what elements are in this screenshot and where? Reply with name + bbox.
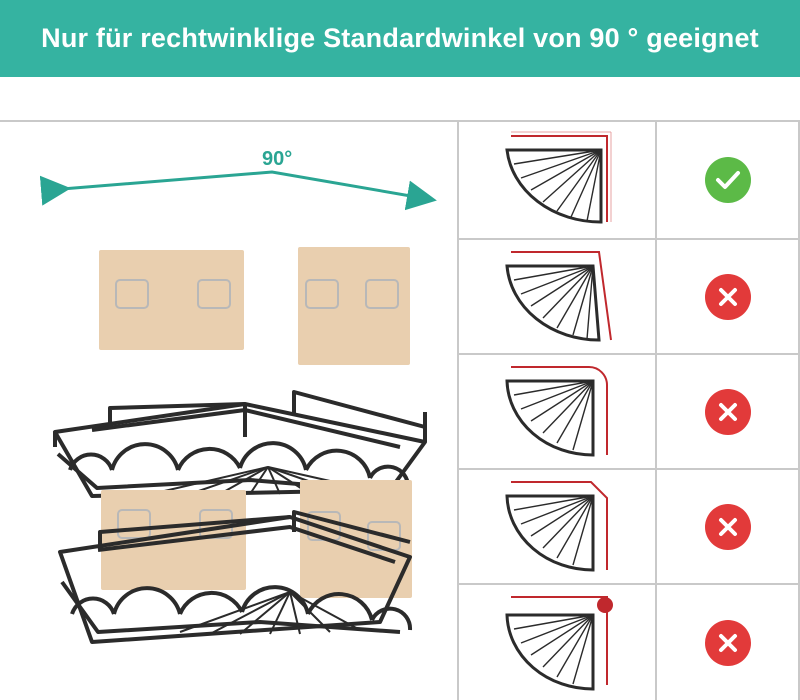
corner-shelf-lower-illustration xyxy=(58,480,413,644)
pipe-corner-wall-icon xyxy=(505,596,613,691)
suitability-beveled-corner xyxy=(657,468,800,583)
cross-icon xyxy=(704,273,751,320)
suitability-rounded-corner xyxy=(657,353,800,468)
comparison-frame: 90° xyxy=(0,120,800,700)
wall-shape-beveled-corner xyxy=(459,468,657,583)
wall-shape-right-angle xyxy=(459,120,657,238)
suitability-acute-angle xyxy=(657,238,800,353)
right-angle-wall-icon xyxy=(505,131,612,224)
suitability-right-angle xyxy=(657,120,800,238)
suitability-pipe-in-corner xyxy=(657,583,800,700)
header-banner: Nur für rechtwinklige Standardwinkel von… xyxy=(0,0,800,77)
corner-shelf-upper-illustration xyxy=(53,247,427,498)
wall-shape-rounded-corner xyxy=(459,353,657,468)
cross-icon xyxy=(704,619,751,666)
angle-label: 90° xyxy=(262,148,293,170)
compatibility-grid xyxy=(459,120,800,700)
rounded-corner-wall-icon xyxy=(505,366,608,457)
angle-arrow-icon xyxy=(39,170,437,211)
check-icon xyxy=(704,157,751,203)
header-title: Nur für rechtwinklige Standardwinkel von… xyxy=(41,23,759,53)
acute-angle-wall-icon xyxy=(505,251,612,342)
wall-shape-acute-angle xyxy=(459,238,657,353)
product-illustration: 90° xyxy=(0,120,459,700)
cross-icon xyxy=(704,388,751,435)
beveled-corner-wall-icon xyxy=(505,481,608,572)
wall-shape-pipe-in-corner xyxy=(459,583,657,700)
cross-icon xyxy=(704,503,751,550)
